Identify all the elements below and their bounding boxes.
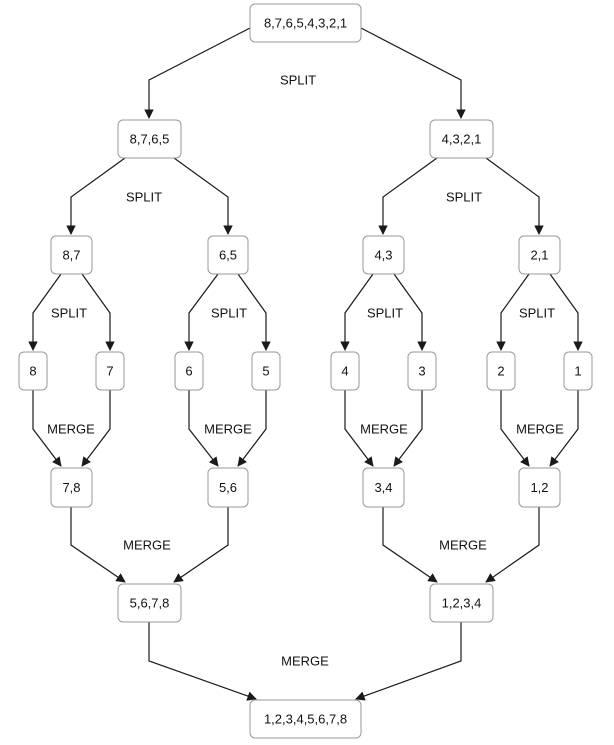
node-label: 7,8 xyxy=(62,480,80,495)
edge-root-to-left xyxy=(144,27,251,119)
node-label: 5,6,7,8 xyxy=(130,596,170,611)
step-labels: SPLIT SPLIT SPLIT SPLIT SPLIT SPLIT SPLI… xyxy=(47,73,564,669)
node-leaf-8: 8 xyxy=(18,351,48,391)
node-leaf-7: 7 xyxy=(95,351,125,391)
node-merge2-right: 1,2,3,4 xyxy=(429,583,494,623)
split-label: SPLIT xyxy=(367,306,403,321)
node-leaf-6: 6 xyxy=(174,351,204,391)
node-level1-right: 4,3,2,1 xyxy=(429,119,494,159)
node-level1-left: 8,7,6,5 xyxy=(117,119,182,159)
merge-label: MERGE xyxy=(360,422,408,437)
node-merge1-b: 5,6 xyxy=(207,467,249,508)
node-label: 1 xyxy=(574,364,581,379)
node-label: 8 xyxy=(29,364,36,379)
edge-m1d-to-m2right xyxy=(485,507,540,583)
node-label: 6 xyxy=(185,364,192,379)
edge-m1b-to-m2left xyxy=(173,507,229,583)
edge-leaf5-to-m1b xyxy=(237,390,267,467)
edge-leaf7-to-m1a xyxy=(81,390,111,467)
edge-l1right-to-l2c xyxy=(378,157,438,235)
node-label: 4,3 xyxy=(374,248,392,263)
node-merge1-d: 1,2 xyxy=(518,467,561,508)
merge-label: MERGE xyxy=(204,422,252,437)
node-label: 2,1 xyxy=(530,248,548,263)
node-label: 5,6 xyxy=(219,480,237,495)
edge-leaf8-to-m1a xyxy=(32,390,62,467)
node-level2-c: 4,3 xyxy=(362,235,405,275)
merge-label: MERGE xyxy=(281,654,329,669)
node-label: 4,3,2,1 xyxy=(442,132,482,147)
split-label: SPLIT xyxy=(211,306,247,321)
edge-l2d-to-leaf2 xyxy=(496,273,530,351)
node-label: 1,2,3,4,5,6,7,8 xyxy=(264,712,347,727)
node-label: 7 xyxy=(106,364,113,379)
node-label: 3 xyxy=(418,364,425,379)
edge-m2right-to-result xyxy=(355,622,462,701)
node-label: 8,7,6,5,4,3,2,1 xyxy=(264,16,347,31)
node-label: 5 xyxy=(262,364,269,379)
edge-l2a-to-leaf8 xyxy=(28,273,62,351)
node-merge2-left: 5,6,7,8 xyxy=(117,583,182,623)
node-leaf-3: 3 xyxy=(407,351,437,391)
split-label: SPLIT xyxy=(446,190,482,205)
edge-leaf6-to-m1b xyxy=(188,390,219,467)
edge-m1c-to-m2right xyxy=(382,507,438,583)
merge-label: MERGE xyxy=(123,538,171,553)
node-level2-b: 6,5 xyxy=(207,235,249,275)
edge-l2d-to-leaf1 xyxy=(549,273,583,351)
node-leaf-5: 5 xyxy=(251,351,281,391)
merge-label: MERGE xyxy=(439,538,487,553)
edge-l2b-to-leaf6 xyxy=(184,273,219,351)
node-level2-d: 2,1 xyxy=(518,235,561,275)
split-label: SPLIT xyxy=(126,190,162,205)
edge-leaf1-to-m1d xyxy=(549,390,579,467)
edge-l2b-to-leaf5 xyxy=(237,273,271,351)
node-merge1-c: 3,4 xyxy=(362,467,405,508)
edge-l2c-to-leaf3 xyxy=(393,273,427,351)
edges xyxy=(28,27,583,701)
node-result: 1,2,3,4,5,6,7,8 xyxy=(249,699,362,739)
edge-leaf3-to-m1c xyxy=(393,390,423,467)
node-label: 2 xyxy=(497,364,504,379)
node-label: 4 xyxy=(341,364,348,379)
node-label: 8,7,6,5 xyxy=(130,132,170,147)
edge-m1a-to-m2left xyxy=(70,507,126,583)
merge-label: MERGE xyxy=(516,422,564,437)
edge-l1left-to-l2a xyxy=(66,157,126,235)
edge-l1left-to-l2b xyxy=(173,157,233,235)
split-label: SPLIT xyxy=(51,306,87,321)
node-level2-a: 8,7 xyxy=(50,235,93,275)
edge-leaf2-to-m1d xyxy=(500,390,530,467)
merge-label: MERGE xyxy=(47,422,95,437)
edge-leaf4-to-m1c xyxy=(344,390,374,467)
node-label: 1,2,3,4 xyxy=(442,596,482,611)
split-label: SPLIT xyxy=(519,306,555,321)
edge-l2a-to-leaf7 xyxy=(81,273,115,351)
edge-l1right-to-l2d xyxy=(485,157,544,235)
node-merge1-a: 7,8 xyxy=(50,467,93,508)
split-label: SPLIT xyxy=(280,73,316,88)
node-leaf-1: 1 xyxy=(563,351,593,391)
node-leaf-2: 2 xyxy=(486,351,516,391)
node-label: 8,7 xyxy=(62,248,80,263)
node-leaf-4: 4 xyxy=(330,351,360,391)
node-label: 6,5 xyxy=(219,248,237,263)
edge-root-to-right xyxy=(360,27,466,119)
edge-m2left-to-result xyxy=(148,622,257,701)
node-root: 8,7,6,5,4,3,2,1 xyxy=(249,3,362,43)
node-label: 1,2 xyxy=(530,480,548,495)
edge-l2c-to-leaf4 xyxy=(340,273,374,351)
node-label: 3,4 xyxy=(374,480,392,495)
